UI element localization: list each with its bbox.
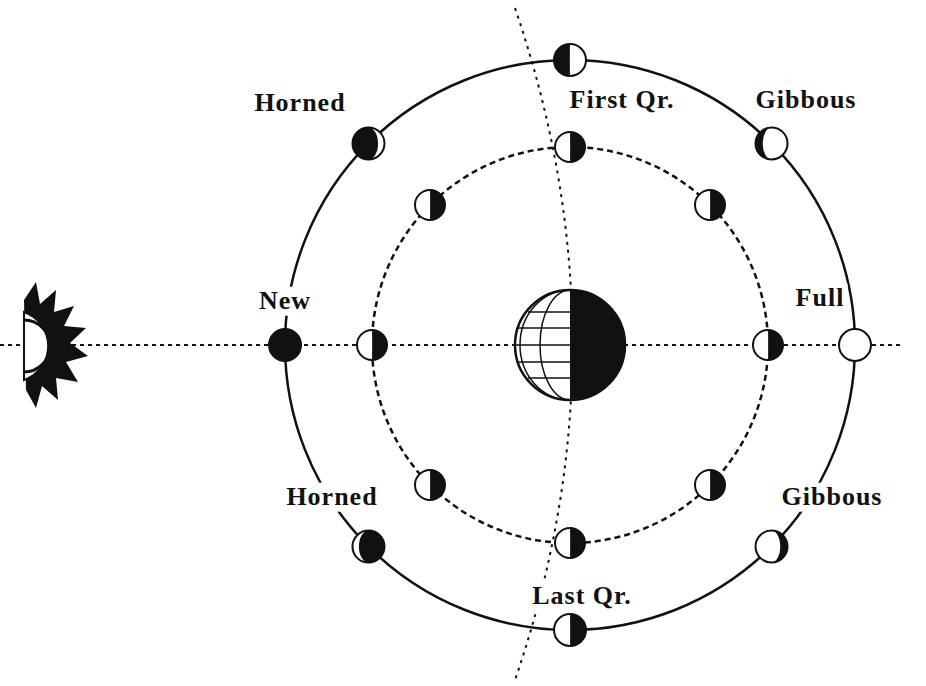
moon-symbol — [839, 329, 871, 361]
phase-label: Gibbous — [779, 483, 886, 512]
moon-symbol — [756, 531, 788, 563]
moon-symbol — [415, 190, 445, 220]
phase-label: Horned — [283, 483, 380, 512]
moon-symbol — [554, 44, 586, 76]
moon-symbol — [695, 190, 725, 220]
moon-disc — [554, 44, 586, 76]
moon-disc — [756, 531, 788, 563]
moons — [269, 44, 871, 646]
moon-shadow — [710, 470, 725, 500]
moon-disc — [415, 190, 445, 220]
moon-disc — [415, 470, 445, 500]
phase-label: Gibbous — [753, 86, 860, 115]
moon-symbol — [756, 127, 788, 159]
moon-shadow — [772, 531, 788, 563]
moon-disc — [695, 470, 725, 500]
moon-shadow — [430, 470, 445, 500]
phase-label: Full — [793, 284, 848, 313]
moon-symbol — [352, 127, 384, 159]
moon-disc — [695, 190, 725, 220]
inner-orbit — [372, 147, 768, 543]
moon-shadow — [372, 330, 387, 360]
moon-symbol — [415, 470, 445, 500]
moon-disc — [554, 614, 586, 646]
moon-shadow — [359, 531, 385, 563]
moon-shadow — [554, 44, 570, 76]
moon-disc — [555, 528, 585, 558]
moon-symbol — [357, 330, 387, 360]
moon-disc — [269, 329, 301, 361]
moon-disc — [839, 329, 871, 361]
moon-symbol — [555, 528, 585, 558]
moon-disc — [555, 132, 585, 162]
phase-label: New — [256, 287, 314, 316]
moon-symbol — [269, 329, 301, 361]
moon-disc — [753, 330, 783, 360]
phase-label: First Qr. — [567, 86, 678, 115]
moon-shadow — [570, 614, 586, 646]
moon-symbol — [753, 330, 783, 360]
moon-symbol — [554, 614, 586, 646]
moon-shadow — [756, 127, 772, 159]
moon-shadow — [710, 190, 725, 220]
phase-label: Last Qr. — [529, 582, 635, 611]
moon-shadow — [352, 127, 378, 159]
moon-disc — [352, 531, 384, 563]
moon-symbol — [555, 132, 585, 162]
moon-symbol — [352, 531, 384, 563]
moon-shadow — [430, 190, 445, 220]
moon-shadow — [570, 528, 585, 558]
moon-shadow — [570, 132, 585, 162]
phase-label: Horned — [251, 89, 348, 118]
earth-symbol — [515, 290, 625, 400]
sun-symbol — [24, 282, 88, 408]
moon-disc — [756, 127, 788, 159]
moon-symbol — [695, 470, 725, 500]
outer-orbit — [285, 60, 855, 630]
moon-disc — [352, 127, 384, 159]
moon-disc — [357, 330, 387, 360]
moon-shadow — [768, 330, 783, 360]
